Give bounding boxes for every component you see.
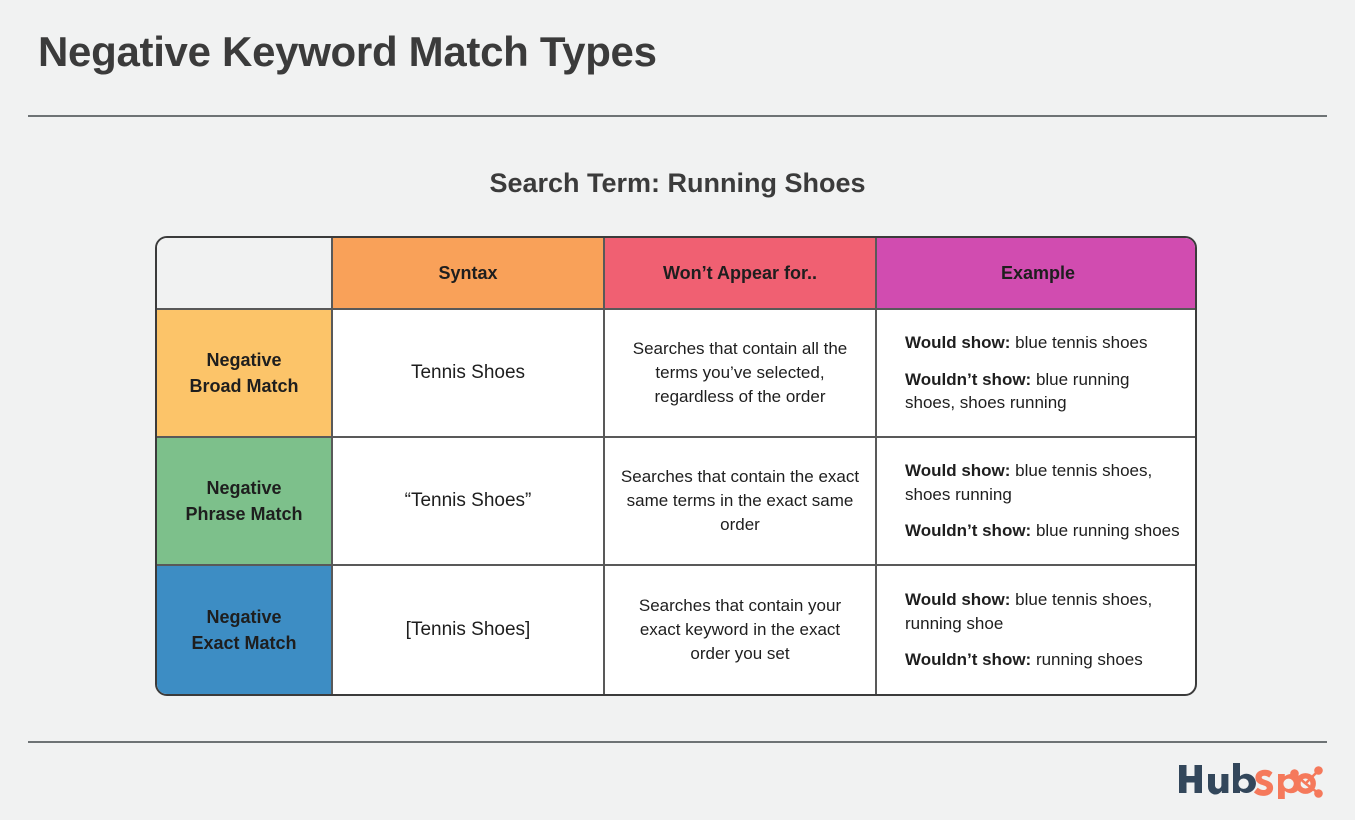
row-label-line2: Exact Match <box>191 633 297 653</box>
row-label-negative-broad-match: Negative Broad Match <box>157 310 333 438</box>
row-syntax-phrase: “Tennis Shoes” <box>333 438 605 566</box>
row-example-broad: Would show: blue tennis shoes Wouldn’t s… <box>877 310 1195 438</box>
table-header-example: Example <box>877 238 1195 310</box>
wouldnt-show-value: blue running shoes <box>1031 521 1180 541</box>
row-label-line2: Phrase Match <box>185 504 303 524</box>
row-label-line1: Negative <box>206 477 282 498</box>
table-header-syntax: Syntax <box>333 238 605 310</box>
table-row: Negative Broad Match Tennis Shoes Search… <box>157 310 1195 438</box>
would-show-value: blue tennis shoes, shoes running <box>905 461 1153 504</box>
wouldnt-show-value: running shoes <box>1031 650 1143 670</box>
row-example-phrase: Would show: blue tennis shoes, shoes run… <box>877 438 1195 566</box>
table-header-row: Syntax Won’t Appear for.. Example <box>157 238 1195 310</box>
hubspot-logo-icon <box>1179 763 1323 799</box>
would-show-line: Would show: blue tennis shoes <box>905 331 1148 354</box>
would-show-label: Would show: <box>905 461 1011 481</box>
row-label-negative-phrase-match: Negative Phrase Match <box>157 438 333 566</box>
row-wont-appear-exact: Searches that contain your exact keyword… <box>605 566 877 694</box>
wouldnt-show-label: Wouldn’t show: <box>905 650 1032 670</box>
match-types-table: Syntax Won’t Appear for.. Example Negati… <box>155 236 1197 696</box>
would-show-label: Would show: <box>905 590 1011 610</box>
wouldnt-show-line: Wouldn’t show: running shoes <box>905 648 1143 671</box>
row-example-exact: Would show: blue tennis shoes, running s… <box>877 566 1195 694</box>
row-label-line1: Negative <box>206 349 282 370</box>
would-show-label: Would show: <box>905 333 1011 353</box>
would-show-line: Would show: blue tennis shoes, shoes run… <box>905 459 1183 506</box>
would-show-value: blue tennis shoes, running shoe <box>905 590 1153 633</box>
row-wont-appear-phrase: Searches that contain the exact same ter… <box>605 438 877 566</box>
wouldnt-show-line: Wouldn’t show: blue running shoes, shoes… <box>905 368 1183 415</box>
wouldnt-show-label: Wouldn’t show: <box>905 521 1032 541</box>
table-header-wont-appear: Won’t Appear for.. <box>605 238 877 310</box>
would-show-value: blue tennis shoes <box>1010 333 1148 353</box>
page-title: Negative Keyword Match Types <box>38 28 657 75</box>
wouldnt-show-label: Wouldn’t show: <box>905 369 1032 389</box>
divider-top <box>28 115 1327 117</box>
table-header-blank <box>157 238 333 310</box>
wouldnt-show-value: blue running shoes, shoes running <box>905 369 1130 413</box>
row-wont-appear-broad: Searches that contain all the terms you’… <box>605 310 877 438</box>
divider-bottom <box>28 741 1327 743</box>
row-syntax-exact: [Tennis Shoes] <box>333 566 605 694</box>
wouldnt-show-line: Wouldn’t show: blue running shoes <box>905 519 1180 542</box>
row-label-line2: Broad Match <box>189 376 299 396</box>
row-label-line1: Negative <box>206 606 282 627</box>
table-row: Negative Phrase Match “Tennis Shoes” Sea… <box>157 438 1195 566</box>
hubspot-logo <box>1177 758 1329 800</box>
subtitle-search-term: Search Term: Running Shoes <box>489 168 866 198</box>
would-show-line: Would show: blue tennis shoes, running s… <box>905 588 1183 635</box>
row-label-negative-exact-match: Negative Exact Match <box>157 566 333 694</box>
table-row: Negative Exact Match [Tennis Shoes] Sear… <box>157 566 1195 694</box>
row-syntax-broad: Tennis Shoes <box>333 310 605 438</box>
